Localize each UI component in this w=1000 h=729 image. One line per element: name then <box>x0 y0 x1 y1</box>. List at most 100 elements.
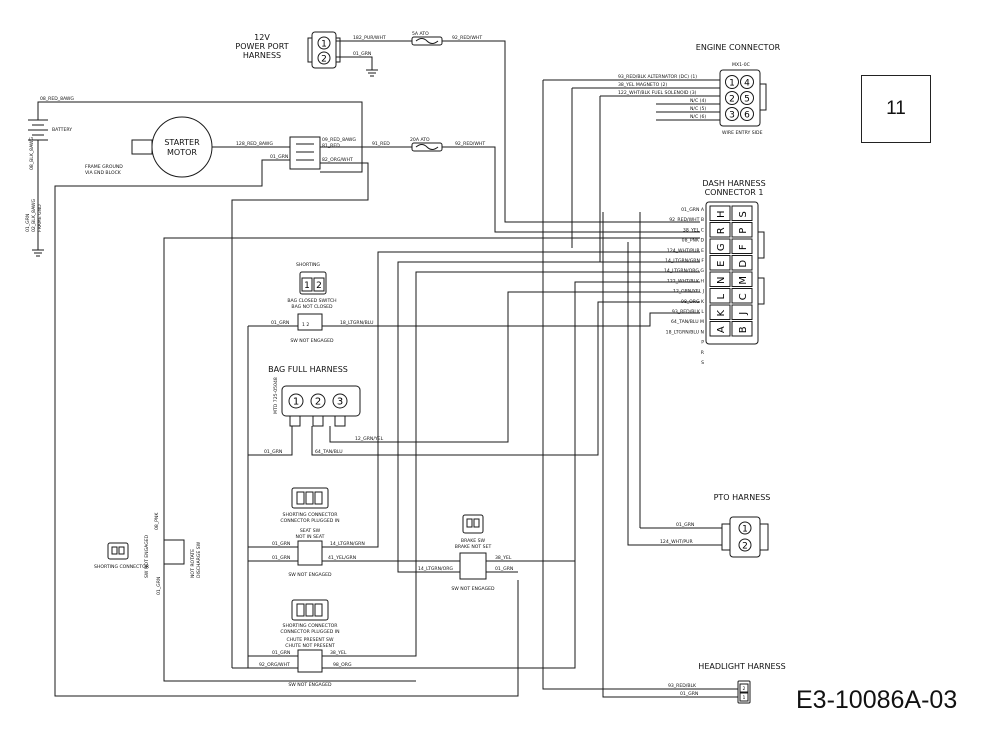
dash-pin-n: N <box>716 277 727 284</box>
headlight-title: HEADLIGHT HARNESS <box>698 662 785 671</box>
frame-ground-symbol <box>32 249 44 257</box>
engine-pin-4 <box>740 75 754 89</box>
dash-pin-j: J <box>738 312 749 316</box>
chute-sw-label-2: CHUTE NOT PRESENT <box>285 643 335 649</box>
engine-row-6: N/C (6) <box>690 114 706 120</box>
label-08-red-8awg: 08_RED_8AWG <box>40 96 74 102</box>
engine-connector: ENGINE CONNECTOR MX1-0C 1 4 2 5 3 6 WIRE… <box>696 43 781 136</box>
chute-sw-state: SW NOT ENGAGED <box>288 682 332 688</box>
fuse-5a: 5A ATO <box>411 31 443 46</box>
discharge-connector-icon <box>107 542 129 560</box>
dash-title-2: CONNECTOR 1 <box>705 188 764 197</box>
engine-mx1-label: MX1-0C <box>732 62 750 68</box>
label-64-tan-blu: 64_TAN/BLU <box>315 449 343 455</box>
label-91-red: 91_RED <box>372 141 390 147</box>
bag-pin-2-label: 2 <box>315 397 321 408</box>
discharge-label-1: NOT ROTATE <box>190 549 196 578</box>
wire-98-org <box>322 281 700 669</box>
label-bag-full-grn: 01_GRN <box>264 449 282 455</box>
dash-pin-s: S <box>738 211 749 217</box>
fuse-5a-label: 5A ATO <box>412 31 429 37</box>
dash-row-8: 122_WHT/BLK H <box>667 278 704 284</box>
engine-pin-5-label: 5 <box>744 95 750 105</box>
fuse-20a-element <box>415 144 439 150</box>
wire-14-ltgrn-grn <box>322 251 700 548</box>
dash-row-16: S <box>701 360 704 366</box>
discharge-sw-state: SW NOT ENGAGED <box>144 534 150 578</box>
chute-shorting-pin-2 <box>305 603 314 617</box>
label-82-org-wht: 82_ORG/WHT <box>322 157 353 163</box>
dash-pin-p: P <box>738 228 749 234</box>
ground-symbol <box>366 69 378 77</box>
dash-row-14: P <box>701 340 704 346</box>
label-14-ltgrn-grn: 14_LTGRN/GRN <box>330 541 365 547</box>
label-38-yel-brake: 38_YEL <box>495 555 512 561</box>
dash-pin-cell-l <box>709 288 731 304</box>
bag-pin-3-lead <box>334 415 346 427</box>
chute-shorting-pin-1 <box>296 603 305 617</box>
mtd-label: MTD 725-05048 <box>273 377 279 414</box>
power-port-latch-right <box>335 37 341 63</box>
discharge-connector-pin-2 <box>118 546 125 555</box>
fuse-5a-element <box>415 38 439 44</box>
dash-pin-f: F <box>738 244 749 250</box>
shorting-label: SHORTING <box>296 262 320 268</box>
brake-connector-pin-1 <box>466 518 473 528</box>
dash-row-6: 14_LTGRN/GRN F <box>665 258 704 264</box>
power-pin-1 <box>317 36 331 50</box>
pto-pin-2 <box>738 538 752 552</box>
label-batt-grn-1: 01_GRN <box>25 214 31 232</box>
dash-latch-1 <box>757 231 765 259</box>
pto-title: PTO HARNESS <box>714 493 771 502</box>
chute-switch: SHORTING CONNECTOR CONNECTOR PLUGGED IN … <box>280 599 340 688</box>
engine-row-1: 93_RED/BLK ALTERNATOR (DC) (1) <box>618 74 697 80</box>
frame-ground-label-1: FRAME GROUND <box>85 164 123 170</box>
brake-sw-state: SW NOT ENGAGED <box>451 586 495 592</box>
pto-harness: PTO HARNESS 1 2 <box>714 493 771 558</box>
bag-closed-label-2: BAG NOT CLOSED <box>291 304 333 310</box>
starter-motor-body <box>151 116 213 178</box>
label-bag-closed-grn: 01_GRN <box>271 320 289 326</box>
brake-switch-body <box>459 552 487 580</box>
label-01-grn-brake: 01_GRN <box>495 566 513 572</box>
wire-08-pnk <box>163 237 700 540</box>
wire-08-red-8awg <box>37 101 363 173</box>
engine-wire-rows: 93_RED/BLK ALTERNATOR (DC) (1) 38_YEL MA… <box>543 74 720 121</box>
dash-pin-b: B <box>738 326 749 333</box>
engine-pin-5 <box>740 91 754 105</box>
label-chute-grn: 01_GRN <box>272 650 290 656</box>
dash-pin-cell-c <box>731 288 753 304</box>
dash-row-15: R <box>701 350 705 356</box>
pto-pin-1-label: 1 <box>742 525 748 535</box>
discharge-switch-body <box>163 539 185 565</box>
discharge-grn-label: 01_GRN <box>156 577 162 595</box>
seat-shorting-pin-3 <box>314 491 323 505</box>
solenoid-contacts <box>296 143 314 161</box>
frame-ground-label-2: VIA END BLOCK <box>85 170 122 176</box>
bag-pin-3 <box>332 393 348 409</box>
discharge-connector-pin-1 <box>111 546 118 555</box>
seat-switch: SHORTING CONNECTOR CONNECTOR PLUGGED IN … <box>280 487 340 578</box>
dash-pin-cell-n <box>709 271 731 287</box>
dash-pin-cell-p <box>731 222 753 238</box>
document-id: E3-10086A-03 <box>796 686 958 714</box>
starter-motor-shaft <box>131 139 153 155</box>
seat-sw-label-2: NOT IN SEAT <box>296 534 325 540</box>
shorting-pin-1-label: 1 <box>304 281 310 291</box>
seat-switch-body <box>297 540 323 566</box>
dash-title-1: DASH HARNESS <box>702 179 765 188</box>
seat-sw-label-1: SEAT SW <box>300 528 321 534</box>
wire-93-red-blk-headlight <box>542 80 738 690</box>
chute-switch-body <box>297 649 323 673</box>
solenoid <box>289 136 321 170</box>
bag-closed-label-1: BAG CLOSED SWITCH <box>287 298 336 304</box>
dash-pin-cell-k <box>709 304 731 320</box>
dash-row-3: 38_YEL C <box>683 227 704 233</box>
engine-row-3: 122_WHT/BLK FUEL SOLENOID (3) <box>618 90 697 96</box>
label-01-grn-solenoid: 01_GRN <box>270 154 288 160</box>
pto-pin-1 <box>738 521 752 535</box>
bag-closed-switch-pins: 1 2 <box>302 322 309 328</box>
chute-shorting-pin-3 <box>314 603 323 617</box>
dash-row-1: 01_GRN A <box>681 207 705 213</box>
headlight-pin-2 <box>739 683 749 693</box>
